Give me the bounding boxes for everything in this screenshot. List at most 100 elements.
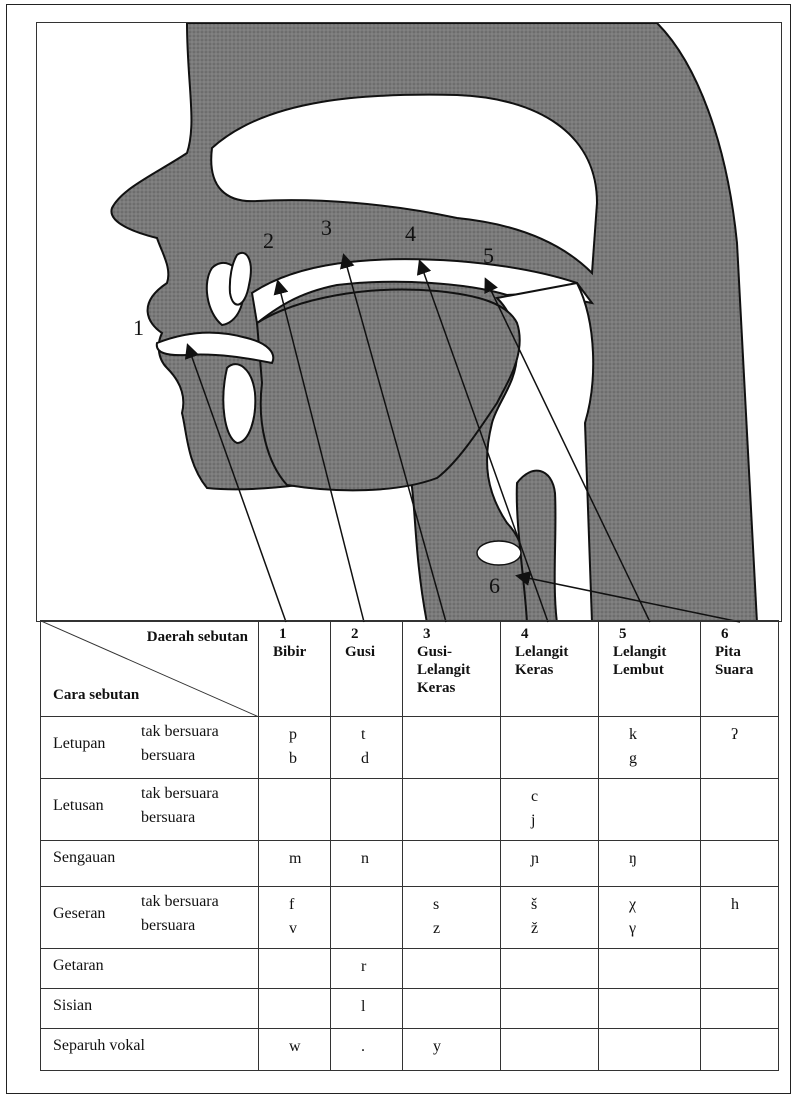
- phoneme-cell: [403, 949, 501, 989]
- col-header-1: 1Bibir: [259, 621, 331, 717]
- phoneme-symbol: š: [531, 893, 598, 917]
- manner-label: Sisian: [53, 997, 92, 1015]
- phoneme-symbol: ŋ: [629, 847, 700, 871]
- voicing-label: tak bersuara: [141, 723, 219, 741]
- manner-label: Separuh vokal: [53, 1037, 145, 1055]
- label-3: 3: [321, 215, 332, 240]
- phoneme-symbol: g: [629, 747, 700, 771]
- phoneme-symbol: ž: [531, 917, 598, 941]
- label-1: 1: [133, 315, 144, 340]
- phoneme-symbol: z: [433, 917, 500, 941]
- phoneme-symbol: ʔ: [731, 723, 778, 747]
- phoneme-cell: [259, 989, 331, 1029]
- manner-cell: Getaran: [41, 949, 259, 989]
- voicing-label: bersuara: [141, 809, 195, 827]
- phoneme-cell: [701, 989, 779, 1029]
- phoneme-cell: [599, 779, 701, 841]
- manner-label: Getaran: [53, 957, 104, 975]
- phoneme-symbol: h: [731, 893, 778, 917]
- phoneme-symbol: d: [361, 747, 402, 771]
- phoneme-cell: [331, 779, 403, 841]
- phoneme-cell: [403, 717, 501, 779]
- manner-cell: Separuh vokal: [41, 1029, 259, 1071]
- phoneme-symbol: χ: [629, 893, 700, 917]
- phoneme-cell: [501, 1029, 599, 1071]
- phoneme-cell: h: [701, 887, 779, 949]
- phoneme-cell: [701, 1029, 779, 1071]
- table-row: Separuh vokal w. y: [41, 1029, 779, 1071]
- label-4: 4: [405, 221, 416, 246]
- label-2: 2: [263, 228, 274, 253]
- phoneme-cell: [403, 779, 501, 841]
- phoneme-cell: r: [331, 949, 403, 989]
- phoneme-cell: [701, 841, 779, 887]
- phoneme-cell: šž: [501, 887, 599, 949]
- phoneme-symbol: γ: [629, 917, 700, 941]
- vocal-tract-diagram: 1 2 3 4 5 6: [36, 22, 782, 622]
- phoneme-cell: ŋ: [599, 841, 701, 887]
- phoneme-symbol: m: [289, 847, 330, 871]
- phoneme-cell: n: [331, 841, 403, 887]
- phoneme-symbol: j: [531, 809, 598, 833]
- corner-top: Daerah sebutan: [147, 629, 248, 646]
- phoneme-cell: [599, 1029, 701, 1071]
- voicing-label: tak bersuara: [141, 785, 219, 803]
- phoneme-cell: [701, 949, 779, 989]
- manner-cell: Geseran tak bersuara bersuara: [41, 887, 259, 949]
- phoneme-symbol: p: [289, 723, 330, 747]
- manner-cell: Letusan tak bersuara bersuara: [41, 779, 259, 841]
- label-5: 5: [483, 243, 494, 268]
- manner-cell: Sisian: [41, 989, 259, 1029]
- phoneme-symbol: y: [433, 1035, 500, 1059]
- glottis-marker: [477, 541, 521, 565]
- phoneme-cell: [501, 717, 599, 779]
- vocal-tract-svg: 1 2 3 4 5 6: [37, 23, 782, 622]
- phoneme-symbol: w: [289, 1035, 330, 1059]
- manner-label: Letusan: [53, 797, 104, 815]
- phoneme-cell: [599, 989, 701, 1029]
- phoneme-cell: [259, 779, 331, 841]
- phoneme-cell: m: [259, 841, 331, 887]
- manner-label: Geseran: [53, 905, 105, 923]
- phoneme-cell: [331, 887, 403, 949]
- lower-teeth: [223, 364, 255, 443]
- manner-cell: Letupan tak bersuara bersuara: [41, 717, 259, 779]
- manner-cell: Sengauan: [41, 841, 259, 887]
- phoneme-cell: [701, 779, 779, 841]
- phoneme-symbol: ɲ: [531, 847, 598, 871]
- voicing-label: bersuara: [141, 747, 195, 765]
- corner-bottom: Cara sebutan: [53, 687, 139, 704]
- phoneme-symbol: v: [289, 917, 330, 941]
- phoneme-symbol: f: [289, 893, 330, 917]
- phoneme-symbol: t: [361, 723, 402, 747]
- phoneme-cell: l: [331, 989, 403, 1029]
- phoneme-cell: [403, 989, 501, 1029]
- label-6: 6: [489, 573, 500, 598]
- manner-label: Letupan: [53, 735, 105, 753]
- phoneme-cell: ɲ: [501, 841, 599, 887]
- phoneme-cell: w: [259, 1029, 331, 1071]
- voicing-label: tak bersuara: [141, 893, 219, 911]
- phoneme-cell: [501, 949, 599, 989]
- phoneme-symbol: .: [361, 1035, 402, 1059]
- phoneme-cell: [259, 949, 331, 989]
- phoneme-cell: .: [331, 1029, 403, 1071]
- voicing-label: bersuara: [141, 917, 195, 935]
- phoneme-cell: ʔ: [701, 717, 779, 779]
- phoneme-symbol: c: [531, 785, 598, 809]
